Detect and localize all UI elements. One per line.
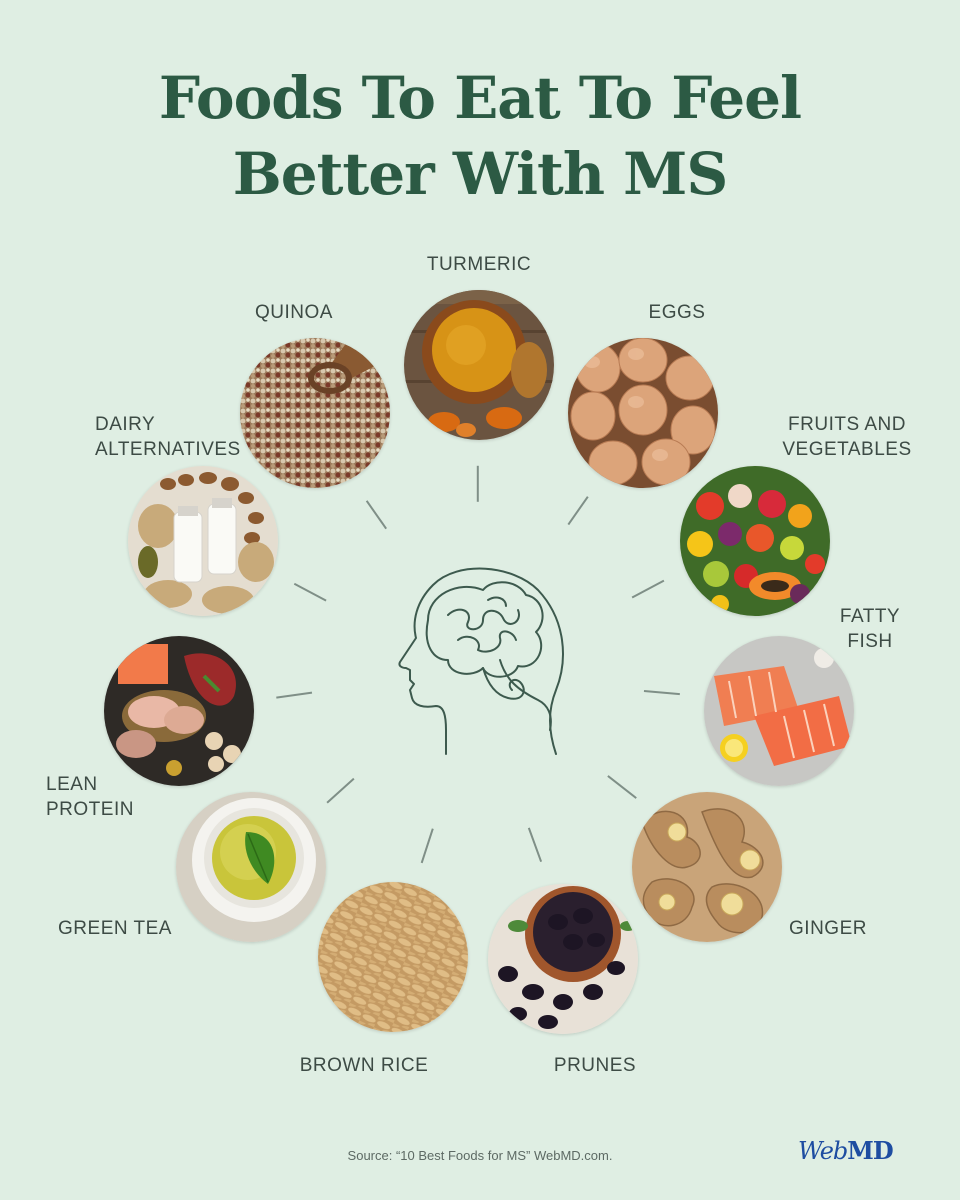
brown-rice-image <box>318 882 468 1032</box>
ray-turmeric <box>477 465 479 502</box>
ginger-image <box>632 792 782 942</box>
prunes-image <box>488 884 638 1034</box>
label-fruits-line-2: VEGETABLES <box>782 439 912 460</box>
ray-brown-rice <box>421 828 434 864</box>
quinoa-image <box>240 338 390 488</box>
fatty-fish-image <box>704 636 854 786</box>
ray-dairy <box>293 583 327 602</box>
ray-prunes <box>528 827 543 862</box>
fruits-vegetables-image <box>680 466 830 616</box>
title-line-2: Better With MS <box>232 140 729 208</box>
webmd-logo: WebMD <box>798 1136 894 1165</box>
label-lean-protein-line-1: LEAN <box>46 774 98 795</box>
label-fruits-line-1: FRUITS AND <box>788 414 906 435</box>
lean-protein-image <box>104 636 254 786</box>
turmeric-image <box>404 290 554 440</box>
ray-green-tea <box>326 778 355 804</box>
page-title: Foods To Eat To Feel Better With MS <box>0 60 960 212</box>
label-turmeric: TURMERIC <box>426 254 532 275</box>
head-brain-icon <box>398 567 564 755</box>
label-fatty-fish-line-1: FATTY <box>839 606 901 627</box>
label-dairy-line-1: DAIRY <box>95 414 156 435</box>
label-fatty-fish-line-2: FISH <box>847 631 893 652</box>
label-prunes: PRUNES <box>553 1055 637 1076</box>
eggs-image <box>568 338 718 488</box>
ray-eggs <box>567 496 589 526</box>
label-dairy-line-2: ALTERNATIVES <box>95 439 241 460</box>
label-fatty-fish: FATTY FISH <box>840 604 900 654</box>
dairy-alternatives-image <box>128 466 278 616</box>
title-line-1: Foods To Eat To Feel <box>158 64 802 132</box>
label-lean-protein: LEAN PROTEIN <box>46 772 134 822</box>
ray-fatty-fish <box>643 690 680 695</box>
label-quinoa: QUINOA <box>255 302 333 323</box>
green-tea-image <box>176 792 326 942</box>
logo-web: Web <box>798 1137 848 1165</box>
ray-lean-protein <box>276 692 313 699</box>
source-citation: Source: “10 Best Foods for MS” WebMD.com… <box>347 1148 613 1163</box>
label-brown-rice: BROWN RICE <box>299 1055 429 1076</box>
ray-fruits <box>631 580 665 599</box>
ray-ginger <box>607 775 637 799</box>
label-dairy-alternatives: DAIRY ALTERNATIVES <box>95 412 241 462</box>
label-eggs: EGGS <box>648 302 706 323</box>
ray-quinoa <box>365 500 387 530</box>
label-lean-protein-line-2: PROTEIN <box>46 799 134 820</box>
label-green-tea: GREEN TEA <box>58 918 172 939</box>
label-fruits-and-vegetables: FRUITS AND VEGETABLES <box>782 412 911 462</box>
label-ginger: GINGER <box>789 918 867 939</box>
logo-md: MD <box>847 1136 893 1165</box>
